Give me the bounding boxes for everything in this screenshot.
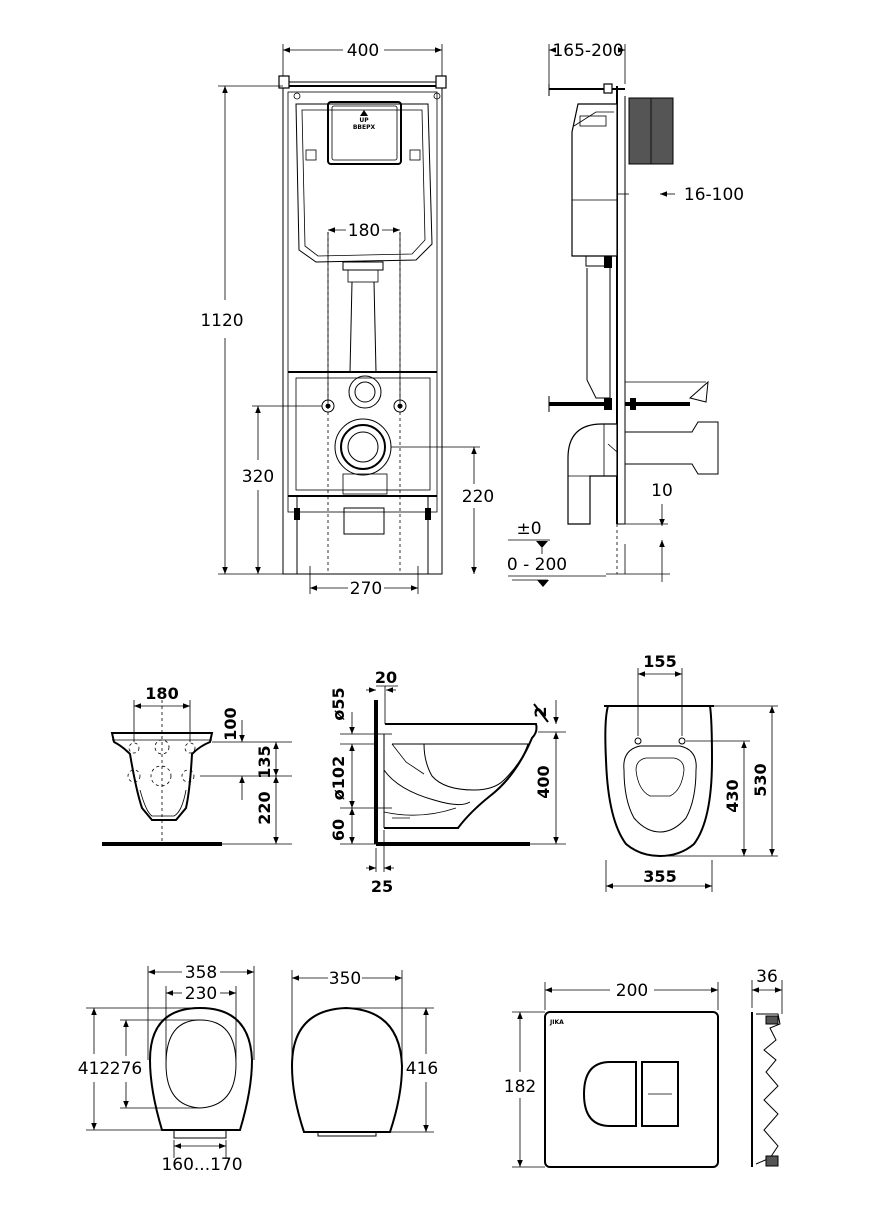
- bolt-spacing-label: 180: [348, 221, 380, 241]
- bowl-side-wall-gap-label: 25: [371, 877, 393, 896]
- bowl-top-width-label: 355: [643, 867, 676, 886]
- frame-front-view: UP ВВЕРХ: [278, 75, 447, 594]
- seat-hinge-label: 160...170: [161, 1155, 242, 1175]
- bowl-side-bottom-label: 60: [329, 819, 348, 841]
- cover-dimensions: 350 416: [291, 969, 438, 1133]
- bowl-top-inner-length-label: 430: [723, 779, 742, 812]
- cover-length-label: 416: [406, 1059, 438, 1079]
- flush-plate-side-view: [751, 1012, 781, 1167]
- seat-dimensions: 358 230 160...170 412 276: [78, 963, 255, 1175]
- bowl-top-hole-spacing-label: 155: [643, 652, 676, 671]
- bowl-side-inlet-label: ø55: [329, 687, 348, 720]
- frame-side-view: 10: [548, 83, 719, 574]
- bowl-front-dimensions: 180 100 135 220: [133, 684, 292, 845]
- seat-length-label: 412: [78, 1059, 110, 1079]
- frame-width-label: 400: [347, 41, 379, 61]
- bowl-side-outlet-label: ø102: [329, 756, 348, 800]
- plate-depth-label: 36: [756, 967, 778, 987]
- bowl-front-width-label: 180: [145, 684, 178, 703]
- bowl-side-rim-label: 2: [531, 706, 550, 717]
- side-depth-label: 165-200: [552, 41, 623, 61]
- seat-width-label: 358: [185, 963, 217, 983]
- cover-view: [290, 1006, 404, 1137]
- frame-front-dimensions: 400 1120 180 320 220 270: [200, 41, 494, 599]
- bowl-front-view: [102, 700, 222, 846]
- plate-height-label: 182: [504, 1077, 536, 1097]
- cover-width-label: 350: [329, 969, 361, 989]
- side-cut-label: 10: [651, 481, 673, 501]
- cistern-up-label: UP: [359, 117, 369, 124]
- zero-level-label: ±0: [516, 519, 541, 539]
- flush-plate-side-dimensions: 36: [751, 967, 783, 1014]
- flush-plate-view: JIKA: [544, 1011, 719, 1168]
- bowl-side-height-label: 400: [534, 765, 553, 798]
- bowl-top-length-label: 530: [751, 763, 770, 796]
- bowl-side-dimensions: 20 ø55 ø102 60 25 400 2: [329, 668, 566, 896]
- floor-range-label: 0 - 200: [507, 555, 567, 575]
- frame-height-label: 1120: [200, 311, 243, 331]
- bolt-height-label: 320: [242, 467, 274, 487]
- seat-inner-length-label: 276: [110, 1059, 142, 1079]
- flush-plate-dimensions: 200 182: [504, 981, 719, 1168]
- seat-inner-width-label: 230: [185, 984, 217, 1004]
- drain-height-label: 220: [462, 487, 494, 507]
- seat-view: [148, 1006, 254, 1139]
- flush-plate-brand: JIKA: [549, 1019, 564, 1026]
- bowl-top-view: [604, 705, 714, 858]
- bowl-side-top-offset-label: 20: [375, 668, 397, 687]
- bowl-front-h1-label: 100: [221, 707, 240, 740]
- plate-width-label: 200: [616, 981, 648, 1001]
- wall-offset-label: 16-100: [684, 185, 744, 205]
- bowl-top-dimensions: 155 355 430 530: [605, 652, 778, 892]
- bowl-front-h2-label: 135: [255, 745, 274, 778]
- bowl-front-h3-label: 220: [255, 791, 274, 824]
- bottom-width-label: 270: [350, 579, 382, 599]
- cistern-text: ВВЕРХ: [353, 124, 376, 131]
- bowl-side-view: [374, 700, 549, 846]
- frame-side-dimensions: 165-200 16-100 ±0 0 - 200: [507, 41, 744, 587]
